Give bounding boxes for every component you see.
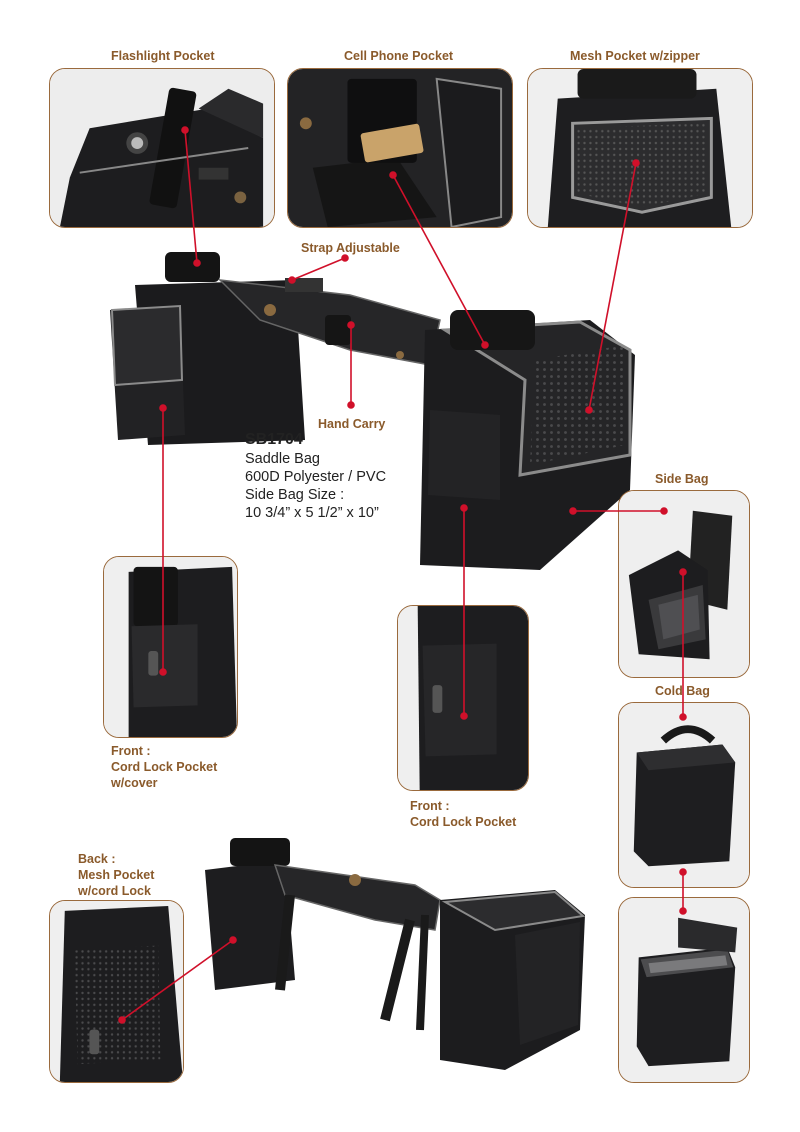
label-side-bag: Side Bag xyxy=(655,472,709,486)
photo-cold-bag-open xyxy=(618,897,750,1083)
photo-flashlight-pocket xyxy=(49,68,275,228)
label-front-cord-line2: Cord Lock Pocket xyxy=(410,815,517,829)
label-mesh-pocket-zipper: Mesh Pocket w/zipper xyxy=(570,49,700,63)
label-front-cover-line2: Cord Lock Pocket xyxy=(111,760,218,774)
label-cold-bag: Cold Bag xyxy=(655,684,710,698)
product-size-label: Side Bag Size : xyxy=(245,487,345,503)
photo-side-bag xyxy=(618,490,750,678)
photo-back-mesh-pocket xyxy=(49,900,184,1083)
photo-cold-bag-closed xyxy=(618,702,750,888)
label-front-cover-line1: Front : xyxy=(111,744,151,758)
product-code: SB1704 xyxy=(245,431,303,448)
product-size-value: 10 3/4” x 5 1/2” x 10” xyxy=(245,505,379,521)
bottom-saddle-bag-illustration xyxy=(205,838,586,1070)
label-back-mesh-line1: Back : xyxy=(78,852,116,866)
label-flashlight-pocket: Flashlight Pocket xyxy=(111,49,215,63)
label-back-mesh-line2: Mesh Pocket xyxy=(78,868,155,882)
photo-cell-phone-pocket xyxy=(287,68,513,228)
label-front-cord-line1: Front : xyxy=(410,799,450,813)
product-name: Saddle Bag xyxy=(245,451,320,467)
label-back-mesh-line3: w/cord Lock xyxy=(78,884,151,898)
product-info: SB1704 Saddle Bag 600D Polyester / PVC S… xyxy=(245,430,386,522)
label-hand-carry: Hand Carry xyxy=(318,417,386,431)
photo-mesh-pocket-zipper xyxy=(527,68,753,228)
label-cell-phone-pocket: Cell Phone Pocket xyxy=(344,49,454,63)
product-material: 600D Polyester / PVC xyxy=(245,469,387,485)
photo-front-cord-lock xyxy=(397,605,529,791)
label-strap-adjustable: Strap Adjustable xyxy=(301,241,400,255)
main-saddle-bag-illustration xyxy=(110,252,635,570)
photo-front-cord-lock-cover xyxy=(103,556,238,738)
label-front-cover-line3: w/cover xyxy=(111,776,158,790)
